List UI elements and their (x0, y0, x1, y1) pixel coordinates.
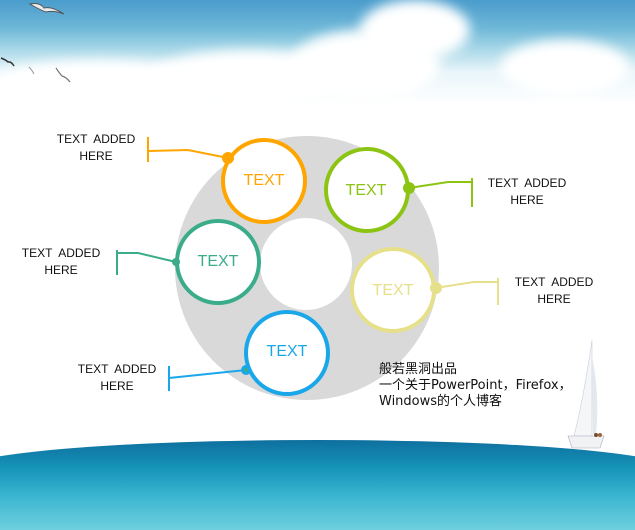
cycle-diagram (116, 136, 499, 400)
node-orange-label: TEXT (243, 172, 285, 189)
sailboat-icon (567, 339, 605, 449)
cloud (360, 0, 470, 60)
cloud (500, 40, 630, 95)
node-yellow (350, 247, 499, 333)
callout-orange-line1: TEXT ADDED (56, 132, 136, 146)
callout-blue-line2: HERE (100, 379, 134, 393)
footer-credit: 般若黑洞出品 一个关于PowerPoint，Firefox， Windows的个… (379, 362, 572, 410)
callout-green-line2: HERE (510, 193, 544, 207)
callout-teal-line2: HERE (44, 263, 78, 277)
cloud (0, 60, 220, 115)
node-blue-label: TEXT (266, 343, 308, 360)
footer-line3: Windows的个人博客 (379, 394, 503, 409)
center-hole (260, 218, 352, 310)
seagull-icon (28, 66, 35, 75)
callout-orange-line2: HERE (79, 149, 113, 163)
footer-line1: 般若黑洞出品 (379, 362, 458, 377)
callout-blue-line1: TEXT ADDED (77, 362, 157, 376)
callout-yellow-line2: HERE (537, 292, 571, 306)
node-green (324, 147, 473, 233)
seagull-icon (55, 67, 71, 83)
footer-line2: 一个关于PowerPoint，Firefox， (379, 378, 572, 393)
callout-orange: TEXT ADDED HERE (36, 131, 156, 165)
callout-green: TEXT ADDED HERE (467, 175, 587, 209)
callout-yellow: TEXT ADDED HERE (494, 274, 614, 308)
callout-blue: TEXT ADDED HERE (57, 361, 177, 395)
seagull-icon (0, 57, 15, 67)
node-orange (147, 137, 307, 224)
callout-teal: TEXT ADDED HERE (1, 245, 121, 279)
node-teal-label: TEXT (197, 253, 239, 270)
callout-yellow-line1: TEXT ADDED (514, 275, 594, 289)
callout-green-line1: TEXT ADDED (487, 176, 567, 190)
node-green-label: TEXT (345, 182, 387, 199)
node-yellow-label: TEXT (372, 282, 414, 299)
node-teal (116, 219, 261, 305)
callout-teal-line1: TEXT ADDED (21, 246, 101, 260)
node-blue (168, 310, 330, 396)
seagull-icon (28, 3, 65, 15)
